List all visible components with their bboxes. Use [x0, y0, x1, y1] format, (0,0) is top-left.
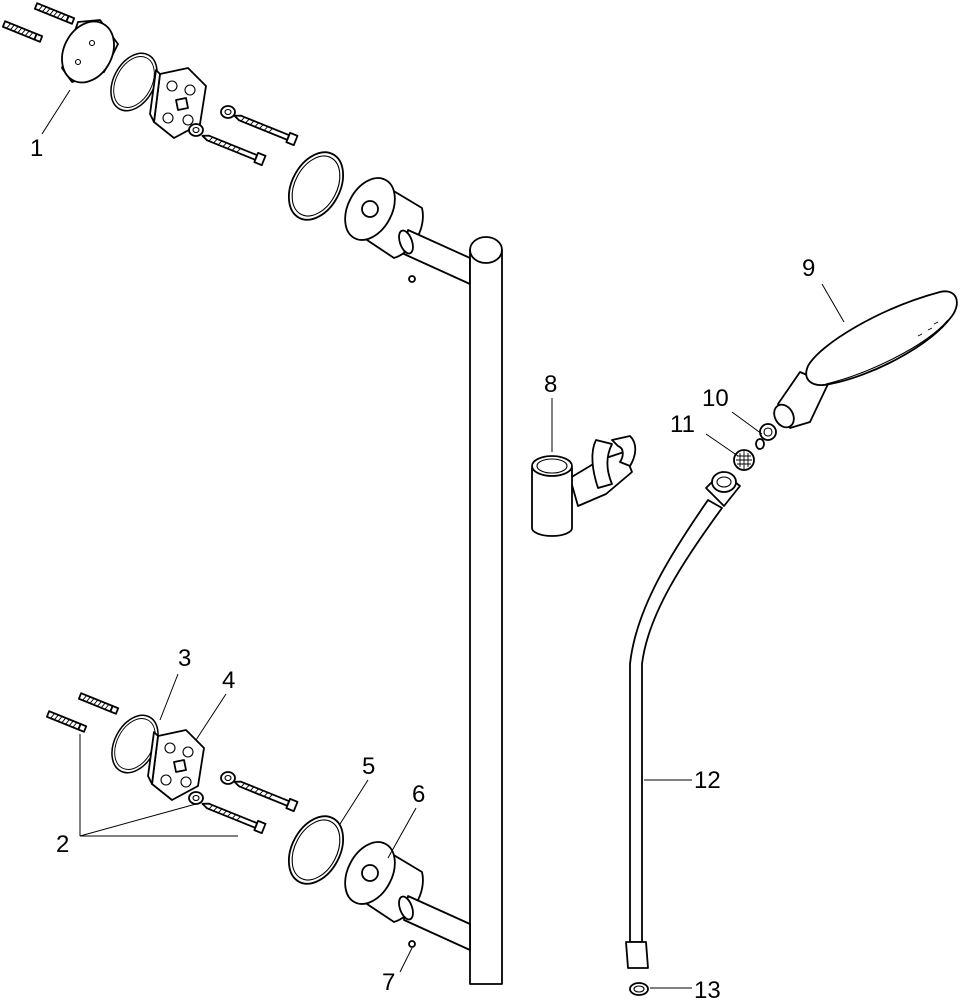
top-wall-mount — [1, 2, 471, 285]
top-oring-large — [277, 142, 355, 230]
bottom-anchor-1 — [77, 692, 120, 715]
callout-9: 9 — [802, 255, 815, 282]
strainer-filter — [733, 449, 755, 471]
callout-8: 8 — [544, 371, 557, 398]
bottom-rail-arm — [398, 895, 471, 951]
top-cap-plate — [61, 19, 119, 84]
hose-seal — [629, 982, 649, 996]
callout-5: 5 — [362, 753, 375, 780]
hand-shower — [773, 290, 958, 429]
bottom-screw-b — [199, 798, 267, 835]
bottom-mounting-bracket — [147, 729, 205, 801]
bottom-grub-screw — [408, 940, 416, 948]
top-rail-arm — [398, 229, 471, 285]
callout-7: 7 — [382, 969, 395, 996]
top-anchor-1 — [33, 2, 76, 25]
callout-6: 6 — [412, 781, 425, 808]
bottom-anchor-2 — [45, 710, 88, 733]
callout-3: 3 — [178, 645, 191, 672]
sliding-shower-holder — [531, 435, 637, 537]
bottom-wall-mount — [45, 692, 471, 951]
top-washer-a — [220, 105, 236, 119]
top-anchor-2 — [1, 20, 44, 43]
callout-1: 1 — [30, 135, 43, 162]
leader-lines — [41, 89, 845, 989]
top-washer-b — [188, 123, 204, 137]
callout-13: 13 — [694, 977, 721, 1000]
shower-hose — [625, 471, 741, 969]
top-screw-b — [199, 130, 267, 167]
top-screw-a — [231, 110, 299, 147]
bottom-washer-a — [220, 771, 236, 785]
bottom-screw-a — [231, 776, 299, 813]
callout-12: 12 — [694, 767, 721, 794]
bottom-washer-b — [188, 791, 204, 805]
callout-4: 4 — [222, 667, 235, 694]
flow-restrictor-washer — [755, 423, 777, 450]
callout-labels: 1 2 3 4 5 6 7 8 9 10 11 12 13 — [30, 135, 815, 1000]
vertical-rail — [469, 236, 503, 985]
callout-11: 11 — [670, 411, 695, 438]
top-grub-screw — [408, 275, 416, 283]
callout-2: 2 — [56, 831, 69, 858]
callout-10: 10 — [702, 385, 729, 412]
